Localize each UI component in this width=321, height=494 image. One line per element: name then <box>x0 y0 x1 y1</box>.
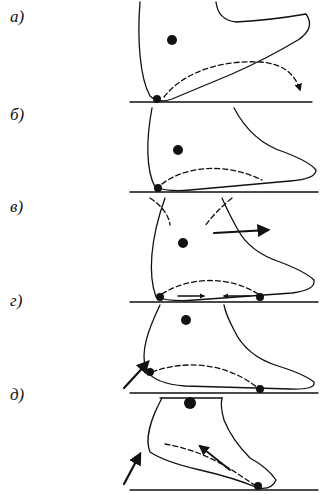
force-arrow <box>200 446 230 470</box>
contact-dot <box>256 385 264 393</box>
foot-outline <box>144 305 314 389</box>
contact-dot <box>146 368 154 376</box>
foot-outline <box>151 198 314 301</box>
foot-outline <box>148 108 316 191</box>
contact-dot <box>153 95 161 103</box>
panel-letter: г) <box>10 292 22 309</box>
ground-line <box>130 301 318 302</box>
arch-line <box>162 168 262 184</box>
force-arrow <box>178 295 204 296</box>
foot-outline <box>148 398 276 488</box>
contact-dot <box>154 184 162 192</box>
arch-line <box>162 281 258 295</box>
panel-letter: в) <box>10 198 23 215</box>
leg-outline <box>150 198 232 226</box>
joint-dot <box>173 145 183 155</box>
contact-dot <box>256 293 264 301</box>
force-arrow <box>214 230 268 233</box>
joint-dot <box>181 315 191 325</box>
force-arrow <box>224 295 250 296</box>
panel-letter: д) <box>10 386 24 403</box>
panel-letter: а) <box>10 8 24 25</box>
contact-dot <box>156 293 164 301</box>
arch-line <box>165 444 256 486</box>
swing-path <box>164 62 300 97</box>
panel-letter: б) <box>10 106 24 123</box>
ground-line <box>130 489 318 490</box>
force-arrow <box>124 362 148 388</box>
contact-dot <box>254 482 262 490</box>
joint-dot <box>184 397 196 409</box>
joint-dot <box>167 35 177 45</box>
force-arrow <box>124 454 140 484</box>
arch-line <box>152 365 258 388</box>
joint-dot <box>178 238 188 248</box>
ground-line <box>130 392 318 393</box>
foot-outline <box>139 2 310 101</box>
